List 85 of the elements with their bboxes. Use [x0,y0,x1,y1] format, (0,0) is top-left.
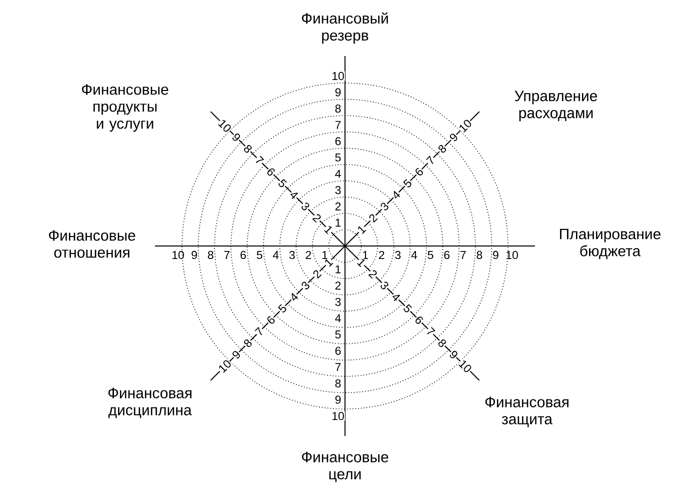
scale-number: 10 [216,118,234,134]
scale-number: 7 [334,362,342,372]
scale-number: 6 [413,166,426,178]
scale-number: 4 [334,169,342,178]
scale-number: 2 [311,268,323,280]
scale-number: 4 [390,189,402,201]
axis-label: Финансовые отношения [48,230,136,258]
scale-number: 8 [334,104,342,114]
scale-number: 4 [288,189,300,201]
scale-number: 3 [378,280,391,292]
scale-number: 2 [311,212,323,224]
scale-number: 8 [476,250,482,260]
axis-label: Финансовый резерв [302,12,388,44]
scale-number: 5 [256,251,262,259]
scale-number: 10 [331,411,345,421]
scale-number: 6 [444,250,450,260]
scale-number: 4 [272,251,279,259]
scale-number: 8 [436,337,448,350]
axis-label: Финансовые продукты и услуги [82,84,168,132]
scale-number: 3 [289,250,295,260]
scale-number: 6 [240,250,246,260]
scale-number: 5 [334,330,342,340]
scale-number: 10 [216,358,234,374]
scale-number: 3 [300,280,312,292]
scale-number: 9 [493,250,498,260]
scale-number: 4 [288,291,300,303]
scale-number: 7 [424,154,437,166]
scale-number: 7 [424,326,437,338]
scale-number: 6 [334,346,342,356]
axis-label: Планирование бюджета [560,228,660,260]
scale-number: 9 [448,348,460,361]
scale-number: 8 [242,337,254,350]
scale-number: 7 [460,251,466,259]
scale-number: 5 [334,152,342,162]
scale-number: 1 [334,218,342,228]
scale-number: 10 [331,71,345,81]
scale-number: 10 [456,118,474,134]
scale-number: 7 [334,120,342,130]
scale-number: 4 [334,314,342,323]
scale-number: 2 [367,268,379,280]
scale-number: 4 [411,251,418,259]
scale-number: 10 [172,250,184,260]
scale-number: 5 [402,177,414,190]
scale-number: 8 [334,378,342,388]
scale-number: 10 [456,358,474,374]
scale-number: 3 [378,200,391,212]
scale-number: 6 [413,314,426,326]
scale-number: 8 [208,250,214,260]
scale-number: 1 [356,224,368,236]
scale-number: 1 [322,251,328,259]
scale-number: 1 [322,224,334,236]
axis-label: Финансовые цели [302,452,388,482]
scale-number: 9 [192,250,197,260]
scale-number: 3 [300,200,312,212]
scale-number: 10 [506,250,518,260]
scale-number: 2 [379,250,384,259]
scale-number: 6 [264,314,277,326]
axis-label: Финансовая защита [485,396,568,428]
scale-number: 3 [334,185,342,195]
scale-number: 2 [334,280,342,290]
scale-number: 9 [334,88,342,97]
scale-number: 1 [334,264,342,274]
scale-number: 5 [428,251,434,259]
scale-number: 9 [448,131,460,144]
scale-number: 7 [253,154,266,166]
scale-number: 3 [334,297,342,307]
scale-number: 2 [306,250,312,259]
scale-number: 2 [367,212,379,224]
scale-number: 8 [436,142,448,155]
scale-number: 2 [334,202,342,211]
scale-number: 6 [334,136,342,146]
scale-number: 3 [395,250,401,260]
scale-number: 8 [242,142,254,155]
axis-label: Управление расходами [514,90,598,122]
axis-label: Финансовая дисциплина [108,388,192,418]
scale-number: 9 [230,348,242,361]
scale-number: 7 [253,326,266,338]
scale-number: 4 [390,291,402,303]
scale-number: 7 [224,251,230,259]
scale-number: 9 [230,131,242,144]
scale-number: 9 [334,395,342,404]
scale-number: 6 [264,166,277,178]
scale-number: 5 [402,302,414,315]
scale-number: 5 [276,302,288,315]
scale-number: 5 [276,177,288,190]
